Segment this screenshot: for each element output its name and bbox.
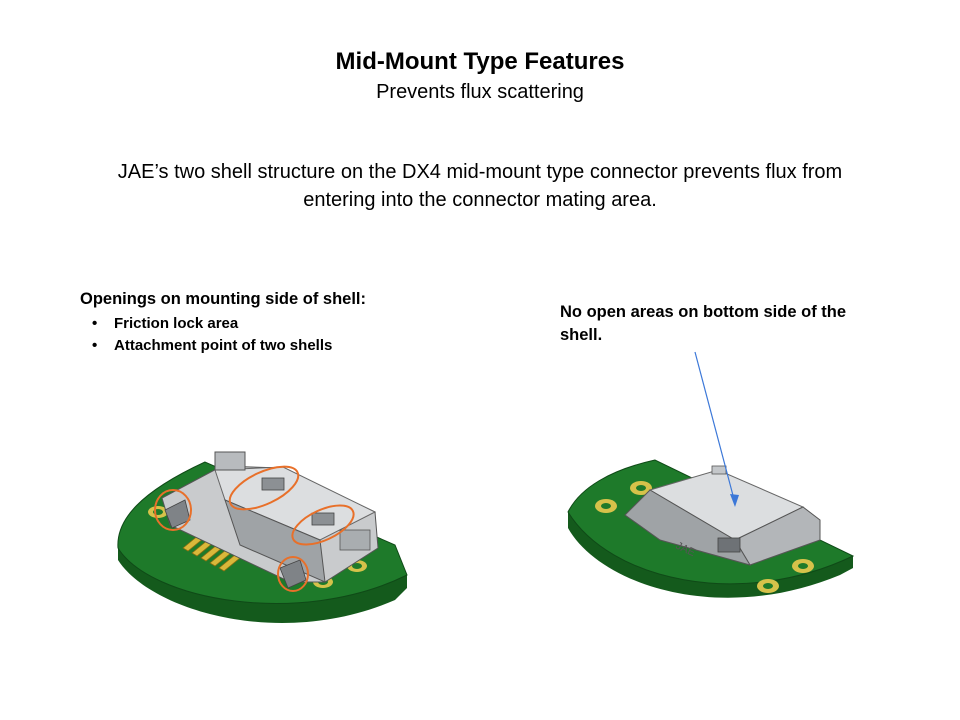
bullet-list: Friction lock area Attachment point of t…	[80, 313, 500, 357]
slide-description: JAE’s two shell structure on the DX4 mid…	[117, 161, 843, 211]
right-pcb-side	[568, 512, 853, 598]
left-caption: Openings on mounting side of shell: Fric…	[80, 290, 500, 357]
highlight-ellipse	[228, 465, 300, 511]
indicator-arrowhead	[730, 494, 739, 507]
left-caption-heading: Openings on mounting side of shell:	[80, 290, 366, 308]
right-shell-side	[734, 506, 821, 566]
bullet-item: Friction lock area	[92, 313, 500, 335]
highlight-ellipse	[154, 489, 192, 531]
highlight-ellipse	[277, 556, 309, 592]
indicator-arrow	[694, 351, 736, 504]
left-pad	[352, 563, 362, 569]
left-connector-figure	[117, 451, 408, 623]
left-shell-tab	[214, 451, 246, 471]
left-pcb-side	[118, 548, 407, 623]
bullet-item: Attachment point of two shells	[92, 335, 500, 357]
right-pad	[601, 503, 611, 509]
right-connector-figure: JAE	[567, 351, 855, 598]
slide-title: Mid-Mount Type Features	[335, 48, 625, 75]
right-pad	[763, 583, 773, 589]
right-pad	[636, 485, 646, 491]
right-pad	[798, 563, 808, 569]
slide-subtitle: Prevents flux scattering	[376, 81, 584, 103]
right-caption: No open areas on bottom side of the shel…	[560, 303, 847, 344]
highlight-ellipse	[291, 504, 355, 546]
